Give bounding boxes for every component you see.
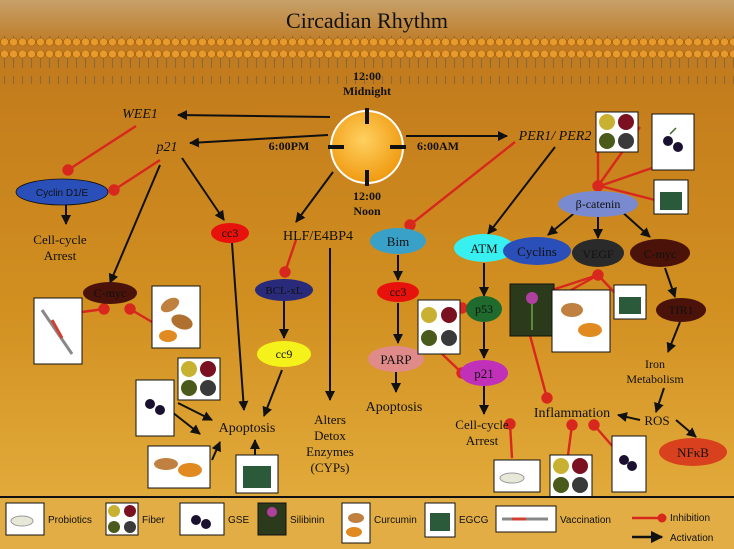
clock-noon-label: Noon — [353, 204, 381, 218]
fiber-icon — [417, 299, 461, 355]
node-bcl-xl-label: BCL-xL — [265, 285, 303, 297]
fiber-icon — [177, 357, 221, 401]
activation-arrows — [61, 110, 697, 461]
node-cc9 — [257, 341, 311, 367]
node-ros: ROS — [644, 413, 669, 428]
node-cyclin-d1e — [15, 178, 109, 206]
cell-cycle-arrest-left-1: Cell-cycle — [33, 232, 87, 247]
node-cc3-left-label: cc3 — [222, 226, 239, 240]
node-beta-catenin — [558, 191, 638, 217]
node-cyclins — [503, 237, 571, 265]
node-p21-mid-label: p21 — [474, 366, 494, 381]
legend-silibinin-label: Silibinin — [290, 515, 324, 526]
curcumin-icon — [147, 445, 211, 489]
node-nfkb-label: NFκB — [677, 445, 709, 460]
node-cc9-label: cc9 — [276, 347, 293, 361]
cell-cycle-arrest-mid-2: Arrest — [466, 433, 499, 448]
curcumin-icon — [151, 285, 201, 349]
fiber-icon — [595, 111, 639, 153]
cell-cycle-arrest-left-2: Arrest — [44, 248, 77, 263]
cell-cycle-arrest-mid-1: Cell-cycle — [455, 417, 509, 432]
fiber-icon — [549, 454, 593, 498]
node-p53 — [466, 296, 502, 322]
legend-inhibition-label: Inhibition — [670, 513, 710, 524]
node-wee1: WEE1 — [122, 107, 158, 122]
node-bcl-xl — [255, 279, 313, 301]
node-cc3-mid — [377, 282, 419, 302]
page-title: Circadian Rhythm — [286, 8, 448, 33]
probiotics-icon — [493, 459, 541, 493]
gse-icon — [651, 113, 695, 171]
node-cc3-mid-label: cc3 — [390, 285, 407, 299]
egcg-icon — [653, 179, 689, 215]
iron-metabolism-2: Metabolism — [626, 372, 684, 386]
clock: 12:00 Midnight 12:00 Noon 6:00PM 6:00AM — [269, 69, 459, 218]
node-vegf-label: VEGF — [582, 247, 614, 261]
node-p53-label: p53 — [475, 302, 493, 316]
legend-probiotics-label: Probiotics — [48, 515, 92, 526]
node-p21-mid — [460, 360, 508, 386]
clock-noon-time: 12:00 — [353, 189, 381, 203]
legend-fiber-label: Fiber — [142, 515, 165, 526]
node-hlf-e4bp4: HLF/E4BP4 — [283, 229, 353, 244]
node-c-myc-left-label: C-myc — [94, 286, 127, 300]
legend-vaccination-label: Vaccination — [560, 515, 611, 526]
clock-midnight-label: Midnight — [343, 84, 391, 98]
node-cc3-left — [211, 223, 249, 243]
legend-gse-label: GSE — [228, 515, 249, 526]
clock-right-time: 6:00AM — [417, 139, 459, 153]
node-c-myc-right — [630, 239, 690, 267]
node-beta-catenin-label: β-catenin — [576, 197, 621, 211]
node-vegf — [572, 239, 624, 267]
node-tfr1 — [656, 298, 706, 322]
egcg-icon — [235, 454, 279, 494]
alters-line-3: Enzymes — [306, 444, 354, 459]
node-bim-label: Bim — [387, 234, 409, 249]
node-c-myc-right-label: C-myc — [644, 247, 677, 261]
node-apoptosis-mid: Apoptosis — [366, 400, 423, 415]
node-parp — [368, 346, 424, 372]
gse-icon — [611, 435, 647, 493]
alters-line-4: (CYPs) — [310, 460, 349, 475]
legend-curcumin-label: Curcumin — [374, 515, 417, 526]
node-atm — [454, 234, 514, 262]
node-nfkb — [659, 438, 727, 466]
cell-membrane — [0, 36, 734, 84]
node-c-myc-left — [83, 282, 137, 304]
node-parp-label: PARP — [380, 352, 411, 367]
legend: Probiotics Fiber GSE Silibinin Curcumin … — [5, 502, 713, 544]
node-tfr1-label: TfR1 — [668, 303, 693, 317]
silibinin-icon — [509, 283, 555, 337]
egcg-icon — [613, 284, 647, 320]
alters-line-1: Alters — [314, 412, 346, 427]
legend-activation-label: Activation — [670, 533, 713, 544]
clock-midnight-time: 12:00 — [353, 69, 381, 83]
node-per1-per2: PER1/ PER2 — [518, 129, 592, 144]
node-bim — [370, 228, 426, 254]
clock-left-time: 6:00PM — [269, 139, 310, 153]
node-inflammation: Inflammation — [534, 406, 610, 421]
node-cyclin-d1e-label: Cyclin D1/E — [36, 188, 89, 199]
vaccination-icon — [33, 297, 83, 365]
legend-egcg-label: EGCG — [459, 515, 489, 526]
node-apoptosis-left: Apoptosis — [219, 421, 276, 436]
node-cyclins-label: Cyclins — [517, 244, 557, 259]
gse-icon — [135, 379, 175, 437]
iron-metabolism-1: Iron — [645, 357, 665, 371]
node-p21-top: p21 — [156, 140, 178, 155]
node-atm-label: ATM — [470, 241, 498, 256]
legend-gse-icon — [179, 502, 225, 536]
alters-line-2: Detox — [314, 428, 346, 443]
curcumin-icon — [551, 289, 611, 353]
